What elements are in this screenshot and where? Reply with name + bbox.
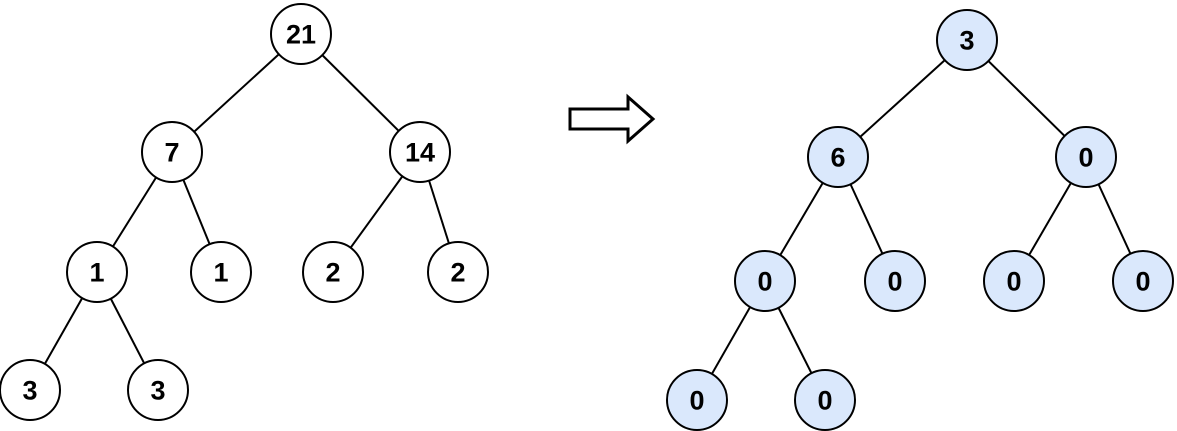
tree-node-label: 0 xyxy=(757,266,772,296)
tree-node-circle xyxy=(0,359,61,421)
tree-node-label: 2 xyxy=(450,257,465,287)
tree-node: 0 xyxy=(794,369,856,431)
tree-node-label: 0 xyxy=(1006,266,1021,296)
tree-node-circle xyxy=(1055,126,1117,188)
tree-node-circle xyxy=(983,250,1045,312)
tree-node-circle xyxy=(190,241,252,303)
tree-node: 3 xyxy=(0,359,61,421)
tree-node-circle xyxy=(734,250,796,312)
tree-node-label: 0 xyxy=(887,266,902,296)
tree-node-circle xyxy=(302,241,364,303)
tree-node-label: 1 xyxy=(213,257,228,287)
tree-node-label: 7 xyxy=(164,137,179,167)
tree-node: 21 xyxy=(270,3,332,65)
tree-node: 0 xyxy=(666,369,728,431)
tree-node-circle xyxy=(270,3,332,65)
tree-node: 14 xyxy=(389,121,451,183)
output-tree: 3 6 0 0 0 0 0 0 0 xyxy=(666,9,1174,431)
tree-node-circle xyxy=(389,121,451,183)
tree-node-label: 21 xyxy=(286,19,316,49)
tree-node: 2 xyxy=(427,241,489,303)
tree-node-label: 0 xyxy=(817,385,832,415)
tree-node-circle xyxy=(141,121,203,183)
tree-node-label: 14 xyxy=(405,137,435,167)
tree-node-label: 0 xyxy=(1135,266,1150,296)
transform-arrow-icon xyxy=(568,93,656,145)
tree-node-label: 3 xyxy=(150,375,165,405)
tree-node: 6 xyxy=(807,126,869,188)
tree-node: 0 xyxy=(983,250,1045,312)
tree-node: 7 xyxy=(141,121,203,183)
tree-node: 2 xyxy=(302,241,364,303)
tree-node-circle xyxy=(794,369,856,431)
tree-node-circle xyxy=(666,369,728,431)
tree-node-circle xyxy=(127,359,189,421)
tree-node-label: 6 xyxy=(830,142,845,172)
tree-node: 0 xyxy=(734,250,796,312)
input-tree: 21 7 14 1 1 2 2 3 3 xyxy=(0,3,489,421)
tree-node-label: 3 xyxy=(22,375,37,405)
tree-node: 0 xyxy=(1055,126,1117,188)
tree-node: 1 xyxy=(190,241,252,303)
tree-node-circle xyxy=(1112,250,1174,312)
tree-node-circle xyxy=(427,241,489,303)
tree-node-circle xyxy=(66,241,128,303)
tree-node: 1 xyxy=(66,241,128,303)
tree-node: 0 xyxy=(864,250,926,312)
tree-node-label: 1 xyxy=(89,257,104,287)
tree-node-label: 3 xyxy=(959,25,974,55)
tree-node-label: 0 xyxy=(689,385,704,415)
tree-node-circle xyxy=(936,9,998,71)
tree-node: 0 xyxy=(1112,250,1174,312)
tree-node: 3 xyxy=(936,9,998,71)
tree-node-label: 2 xyxy=(325,257,340,287)
tree-node-circle xyxy=(807,126,869,188)
tree-node-circle xyxy=(864,250,926,312)
tree-node-label: 0 xyxy=(1078,142,1093,172)
tree-node: 3 xyxy=(127,359,189,421)
